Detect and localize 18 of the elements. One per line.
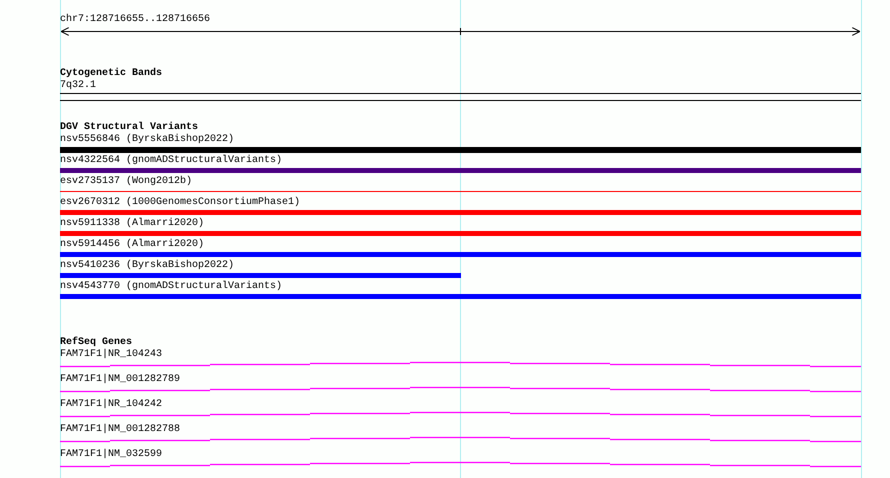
track-title: DGV Structural Variants	[60, 122, 198, 134]
gene-label: FAM71F1|NM_001282788	[60, 424, 180, 436]
feature-label: esv2670312 (1000GenomesConsortiumPhase1)	[60, 197, 300, 209]
feature-label: nsv5410236 (ByrskaBishop2022)	[60, 260, 234, 272]
feature-label: nsv5914456 (Almarri2020)	[60, 239, 204, 251]
track-title: RefSeq Genes	[60, 337, 132, 348]
feature-label: nsv5556846 (ByrskaBishop2022)	[60, 134, 234, 146]
band-label: 7q32.1	[60, 80, 96, 92]
gene-label: FAM71F1|NR_104242	[60, 399, 162, 411]
track-title: Cytogenetic Bands	[60, 68, 162, 80]
feature-label: esv2735137 (Wong2012b)	[60, 176, 192, 188]
gene-label: FAM71F1|NR_104243	[60, 349, 162, 361]
feature-label: nsv4322564 (gnomADStructuralVariants)	[60, 155, 282, 167]
gene-label: FAM71F1|NM_001282789	[60, 374, 180, 386]
feature-label: nsv5911338 (Almarri2020)	[60, 218, 204, 230]
coordinate-label: chr7:128716655..128716656	[60, 14, 210, 26]
gene-label: FAM71F1|NM_032599	[60, 449, 162, 461]
feature-label: nsv4543770 (gnomADStructuralVariants)	[60, 281, 282, 293]
